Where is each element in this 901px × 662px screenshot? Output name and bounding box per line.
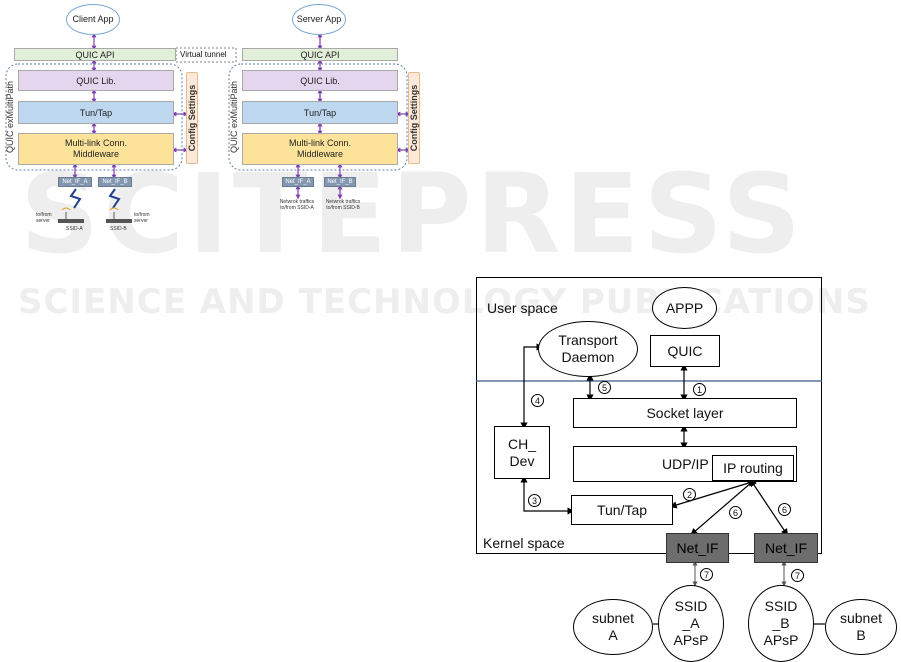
kernel-space-label: Kernel space [483, 535, 565, 551]
subnet-a-node: subnet A [573, 599, 653, 655]
watermark-main: SCITEPRESS [20, 150, 806, 278]
server-net-if-a: Net_IF_A [282, 177, 314, 187]
ssid-a-node: SSID _A APsP [658, 585, 724, 662]
virtual-tunnel-label: Virtual tunnel [180, 50, 227, 59]
server-quic-api: QUIC API [242, 48, 398, 61]
server-middleware: Multi-link Conn. Middleware [242, 133, 398, 165]
ssid-a-label: SSID-A [66, 226, 83, 232]
step-7-badge-left: 7 [700, 568, 713, 581]
socket-layer-box: Socket layer [573, 398, 797, 428]
net-if-left: Net_IF [666, 533, 729, 563]
net-if-right: Net_IF [754, 533, 818, 563]
server-app-node: Server App [292, 4, 346, 35]
client-config-settings: Config Settings [186, 72, 198, 164]
step-7-badge-right: 7 [791, 569, 804, 582]
fig-a-connectors [5, 32, 411, 223]
client-net-if-b: Net_IF_B [98, 177, 132, 187]
client-middleware: Multi-link Conn. Middleware [18, 133, 174, 165]
step-6-badge-right: 6 [778, 503, 791, 516]
ip-routing-box: IP routing [712, 455, 794, 481]
server-net-if-b: Net_IF_B [324, 177, 356, 187]
watermark-sub: SCIENCE AND TECHNOLOGY PUBLICATIONS [18, 282, 871, 322]
step-4-badge: 4 [531, 394, 544, 407]
quic-box: QUIC [650, 335, 720, 367]
tun-tap-box: Tun/Tap [571, 495, 673, 525]
server-traffic-a: Netwrok traffics to/from SSID-A [279, 199, 315, 211]
subnet-b-node: subnet B [825, 599, 897, 655]
kernel-frame [476, 277, 822, 554]
client-net-if-a: Net_IF_A [58, 177, 92, 187]
ch-dev-box: CH_ Dev [494, 426, 550, 479]
udp-ip-label: UDP/IP [662, 456, 709, 472]
client-to-from-server-a: to/from server [36, 212, 52, 224]
step-1-badge: 1 [693, 383, 706, 396]
client-quic-lib: QUIC Lib. [18, 70, 174, 91]
appp-node: APPP [652, 287, 717, 329]
client-app-node: Client App [66, 4, 120, 35]
transport-daemon-node: Transport Daemon [538, 321, 638, 377]
ssid-b-label: SSID-B [110, 226, 127, 232]
server-tun-tap: Tun/Tap [242, 101, 398, 124]
step-3-badge: 3 [528, 494, 541, 507]
client-to-from-server-b: to/from server [134, 212, 150, 224]
client-tun-tap: Tun/Tap [18, 101, 174, 124]
step-2-badge: 2 [683, 488, 696, 501]
client-quic-api: QUIC API [14, 48, 176, 61]
server-quic-lib: QUIC Lib. [242, 70, 398, 91]
user-space-label: User space [487, 300, 558, 316]
step-6-badge-left: 6 [729, 506, 742, 519]
ssid-b-node: SSID _B APsP [748, 585, 814, 662]
server-traffic-b: Netwrok traffics to/from SSID-B [325, 199, 361, 211]
step-5-badge: 5 [598, 381, 611, 394]
server-config-settings: Config Settings [408, 72, 420, 164]
